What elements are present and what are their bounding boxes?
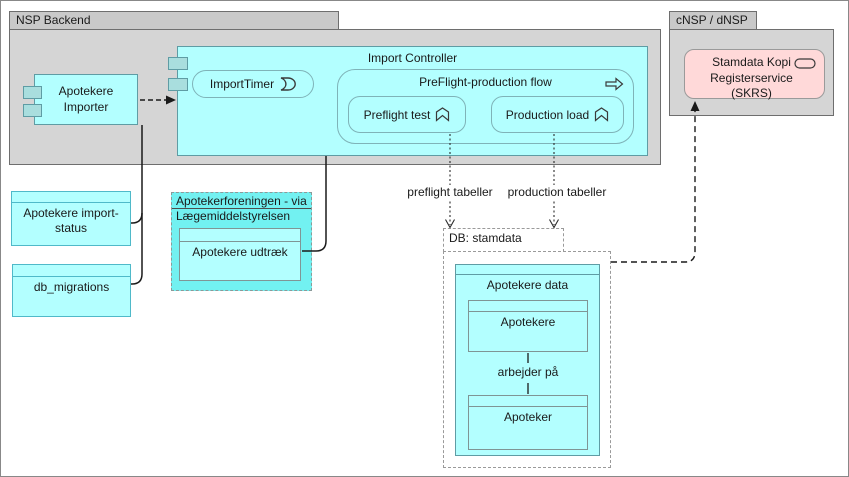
group-db-stamdata-title: DB: stamdata — [449, 231, 522, 245]
node-apotekere-importer: Apotekere Importer — [34, 74, 138, 125]
timer-event-icon — [279, 77, 296, 91]
table-top-compartment — [469, 396, 587, 407]
node-apotekere-udtraek: Apotekere udtræk — [179, 228, 301, 281]
table-top-compartment — [13, 265, 130, 277]
group-nsp-backend-tab: NSP Backend — [9, 11, 339, 30]
table-top-compartment — [12, 192, 130, 203]
group-cnsp-dnsp-title: cNSP / dNSP — [676, 13, 748, 27]
node-preflight-production-flow-label: PreFlight-production flow — [419, 75, 552, 89]
edge-label-production-tabeller: production tabeller — [505, 185, 609, 199]
table-top-compartment — [456, 265, 599, 275]
group-apotekerforeningen-title-line1: Apotekerforeningen - via — [172, 193, 311, 209]
node-apotekere-udtraek-label: Apotekere udtræk — [192, 245, 288, 259]
component-port-icon — [168, 57, 188, 70]
node-skrs: Stamdata Kopi Registerservice (SKRS) — [684, 49, 825, 101]
component-port-icon — [168, 78, 188, 91]
node-db-migrations: db_migrations — [12, 264, 131, 317]
table-top-compartment — [469, 301, 587, 312]
edge-label-preflight-tabeller: preflight tabeller — [402, 185, 498, 199]
table-top-compartment — [180, 229, 300, 242]
function-chevron-icon — [594, 107, 609, 122]
node-skrs-label: Stamdata Kopi Registerservice (SKRS) — [710, 55, 793, 101]
component-port-icon — [23, 86, 42, 99]
node-production-load-label: Production load — [505, 107, 590, 122]
node-import-timer: ImportTimer — [192, 70, 314, 98]
node-preflight-test-label: Preflight test — [363, 107, 431, 122]
node-preflight-test: Preflight test — [348, 96, 466, 133]
group-cnsp-dnsp-tab: cNSP / dNSP — [669, 11, 757, 30]
node-production-load: Production load — [491, 96, 624, 133]
group-nsp-backend-title: NSP Backend — [16, 13, 91, 27]
node-apotekere: Apotekere — [468, 300, 588, 352]
node-apotekere-label: Apotekere — [500, 315, 556, 329]
process-arrow-icon — [605, 77, 624, 91]
node-apotekere-importer-label: Apotekere Importer — [58, 83, 114, 114]
node-db-migrations-label: db_migrations — [33, 280, 110, 294]
node-apotekere-import-status-label: Apotekere import-status — [23, 206, 119, 235]
group-apotekerforeningen-title-line2: Lægemiddelstyrelsen — [176, 209, 291, 223]
function-chevron-icon — [435, 107, 450, 122]
node-apoteker-label: Apoteker — [503, 410, 553, 424]
node-import-timer-label: ImportTimer — [209, 77, 275, 91]
node-apotekere-import-status: Apotekere import-status — [11, 191, 131, 246]
node-apotekere-data-label: Apotekere data — [486, 278, 569, 292]
node-apoteker: Apoteker — [468, 395, 588, 450]
edge-label-arbejder-paa: arbejder på — [497, 365, 559, 379]
application-service-icon — [794, 58, 816, 69]
component-port-icon — [23, 104, 42, 117]
group-db-stamdata-tab: DB: stamdata — [443, 228, 564, 252]
node-import-controller-label: Import Controller — [367, 51, 458, 65]
